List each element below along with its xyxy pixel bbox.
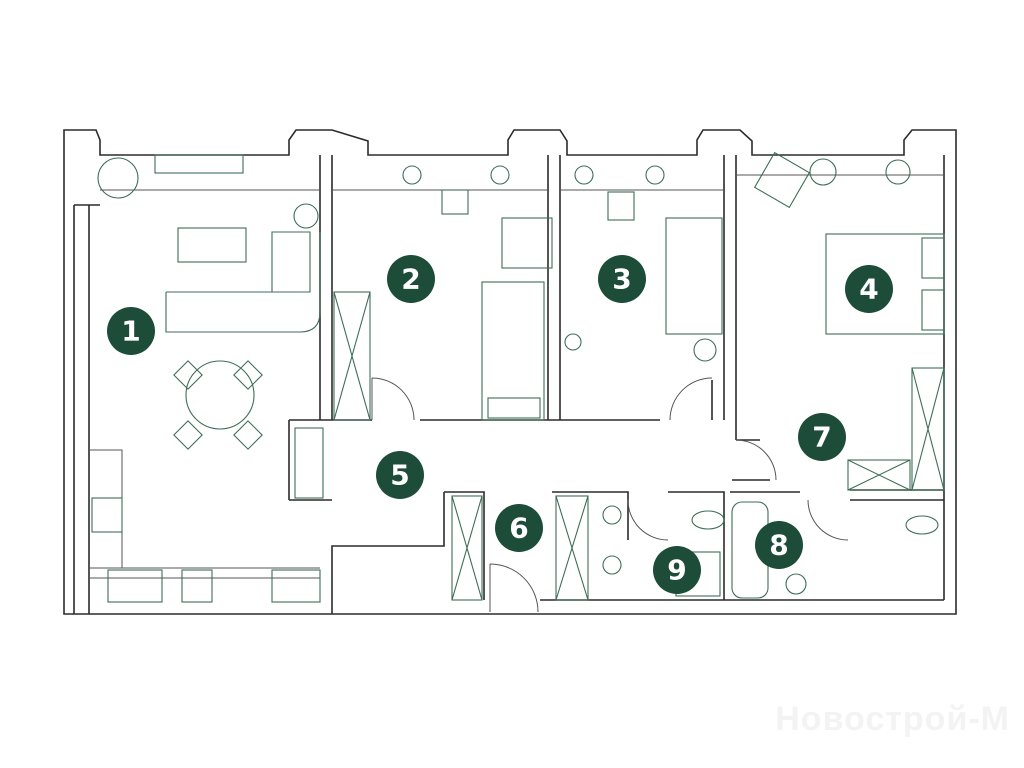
room-markers: 1 2 3 4 5 6 7 8 9 — [107, 255, 893, 594]
room-marker-8: 8 — [755, 521, 803, 569]
room-marker-7: 7 — [798, 413, 846, 461]
room-marker-1: 1 — [107, 307, 155, 355]
walls — [63, 129, 957, 615]
room-marker-3: 3 — [598, 255, 646, 303]
room-marker-9: 9 — [653, 546, 701, 594]
room-marker-6: 6 — [495, 504, 543, 552]
room-marker-4: 4 — [845, 265, 893, 313]
svg-text:7: 7 — [812, 421, 831, 454]
svg-text:2: 2 — [401, 263, 420, 296]
room-marker-5: 5 — [376, 451, 424, 499]
svg-text:4: 4 — [859, 273, 878, 306]
svg-text:5: 5 — [390, 459, 409, 492]
watermark: Новострой-М — [775, 700, 1010, 738]
svg-text:9: 9 — [667, 554, 686, 587]
svg-text:3: 3 — [612, 263, 631, 296]
furniture — [91, 151, 945, 603]
doors — [371, 377, 849, 613]
svg-text:6: 6 — [509, 512, 528, 545]
room-marker-2: 2 — [387, 255, 435, 303]
svg-text:8: 8 — [769, 529, 788, 562]
svg-text:1: 1 — [121, 315, 140, 348]
